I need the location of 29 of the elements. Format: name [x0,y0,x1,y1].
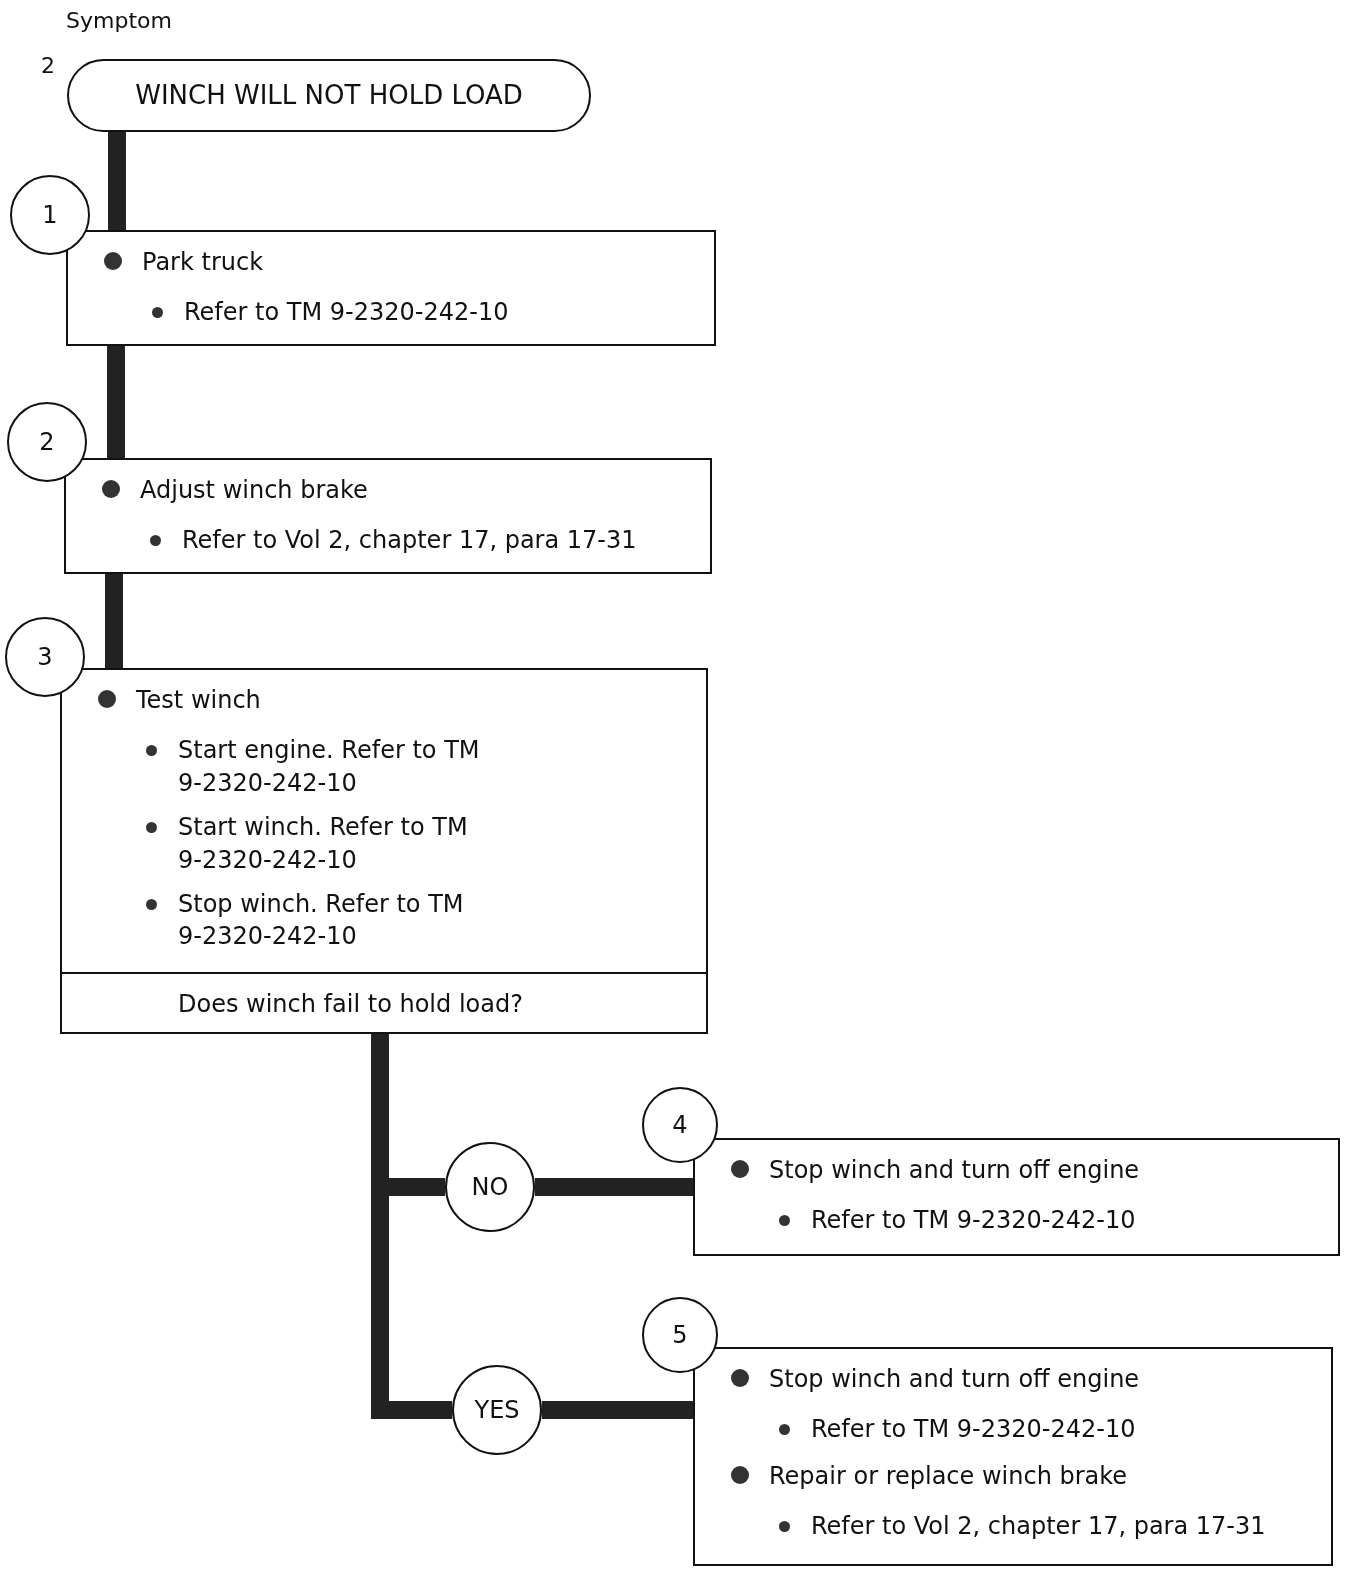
step-number: 4 [672,1109,688,1141]
step-instruction: Refer to Vol 2, chapter 17, para 17-31 [735,1510,1321,1543]
symptom-text: WINCH WILL NOT HOLD LOAD [135,78,523,112]
step-instruction: Refer to TM 9-2320-242-10 [108,296,704,329]
step-box [693,1138,1340,1256]
step-number: 3 [37,641,53,673]
step-box [693,1347,1333,1566]
step-number: NO [471,1171,509,1203]
step-box [66,230,716,346]
connector-line [535,1178,693,1196]
connector-line [107,346,125,458]
step-instruction: Refer to TM 9-2320-242-10 [735,1413,1321,1446]
step-number: 2 [39,426,55,458]
heading: Symptom [66,8,172,33]
step-instruction: Refer to TM 9-2320-242-10 [735,1204,1328,1237]
step-instruction: Refer to Vol 2, chapter 17, para 17-31 [106,524,700,557]
connector-line [542,1401,693,1419]
question-text: Does winch fail to hold load? [62,971,706,1032]
step-instruction: Start winch. Refer to TM 9-2320-242-10 [102,811,498,876]
step-instruction: Stop winch. Refer to TM 9-2320-242-10 [102,887,498,953]
step-box [64,458,712,574]
step-box [60,668,708,1034]
step-number: 5 [672,1319,688,1351]
symptom-number: 2 [41,53,55,78]
step-number: 1 [42,199,58,231]
step-number: YES [474,1394,520,1426]
step-instruction: Start engine. Refer to TM 9-2320-242-10 [102,734,498,800]
connector-line [108,132,126,230]
connector-line [105,574,123,668]
